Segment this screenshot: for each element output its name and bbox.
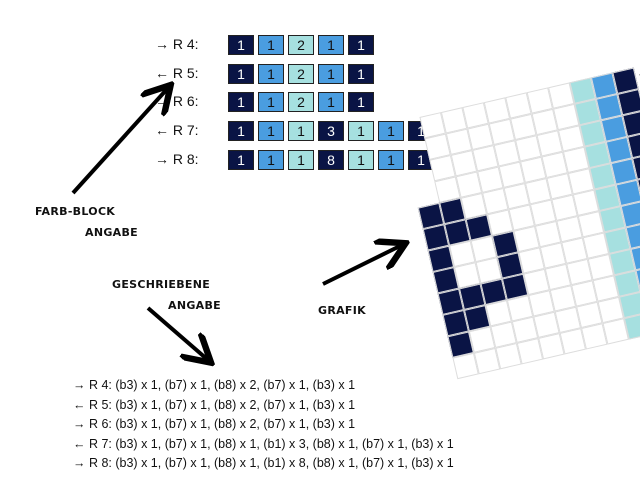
color-block: 1 bbox=[258, 121, 284, 141]
label-grafik: GRAFIK bbox=[318, 304, 366, 317]
row-label: ← R 7: bbox=[155, 122, 199, 138]
color-block: 3 bbox=[318, 121, 344, 141]
row-label: → R 4: bbox=[155, 36, 199, 52]
row-label: → R 8: bbox=[155, 151, 199, 167]
written-instructions: → R 4: (b3) x 1, (b7) x 1, (b8) x 2, (b7… bbox=[73, 376, 454, 474]
arrow-icon bbox=[322, 245, 402, 286]
color-block: 1 bbox=[258, 92, 284, 112]
color-block: 1 bbox=[288, 150, 314, 170]
color-block: 1 bbox=[228, 35, 254, 55]
label-farb-angabe: ANGABE bbox=[85, 226, 138, 239]
color-block: 1 bbox=[258, 64, 284, 84]
color-block: 1 bbox=[318, 92, 344, 112]
written-row: ← R 7: (b3) x 1, (b7) x 1, (b8) x 1, (b1… bbox=[73, 436, 454, 451]
color-block: 2 bbox=[288, 35, 314, 55]
color-block: 1 bbox=[228, 150, 254, 170]
color-block: 1 bbox=[348, 150, 374, 170]
written-row: → R 4: (b3) x 1, (b7) x 1, (b8) x 2, (b7… bbox=[73, 378, 356, 392]
label-farb-block: FARB-BLOCK bbox=[35, 205, 116, 218]
written-row: → R 8: (b3) x 1, (b7) x 1, (b8) x 1, (b1… bbox=[73, 456, 454, 470]
color-block: 2 bbox=[288, 64, 314, 84]
color-block: 1 bbox=[348, 92, 374, 112]
arrow-icon bbox=[71, 88, 168, 195]
color-block: 1 bbox=[228, 92, 254, 112]
color-block: 1 bbox=[288, 121, 314, 141]
color-block: 1 bbox=[318, 64, 344, 84]
color-block: 1 bbox=[348, 35, 374, 55]
color-block: 1 bbox=[378, 121, 404, 141]
arrow-icon bbox=[146, 306, 208, 360]
color-block: 1 bbox=[348, 121, 374, 141]
written-row: ← R 5: (b3) x 1, (b7) x 1, (b8) x 2, (b7… bbox=[73, 397, 356, 412]
row-label: ← R 5: bbox=[155, 65, 199, 81]
color-block: 1 bbox=[378, 150, 404, 170]
color-block: 1 bbox=[348, 64, 374, 84]
color-block: 1 bbox=[228, 121, 254, 141]
color-block: 1 bbox=[228, 64, 254, 84]
color-block: 8 bbox=[318, 150, 344, 170]
color-block: 1 bbox=[258, 150, 284, 170]
color-block: 1 bbox=[258, 35, 284, 55]
written-row: → R 6: (b3) x 1, (b7) x 1, (b8) x 2, (b7… bbox=[73, 417, 356, 431]
label-geschriebene: GESCHRIEBENE bbox=[112, 278, 211, 291]
color-block: 1 bbox=[318, 35, 344, 55]
color-block: 2 bbox=[288, 92, 314, 112]
label-geschriebene-angabe: ANGABE bbox=[168, 299, 221, 312]
